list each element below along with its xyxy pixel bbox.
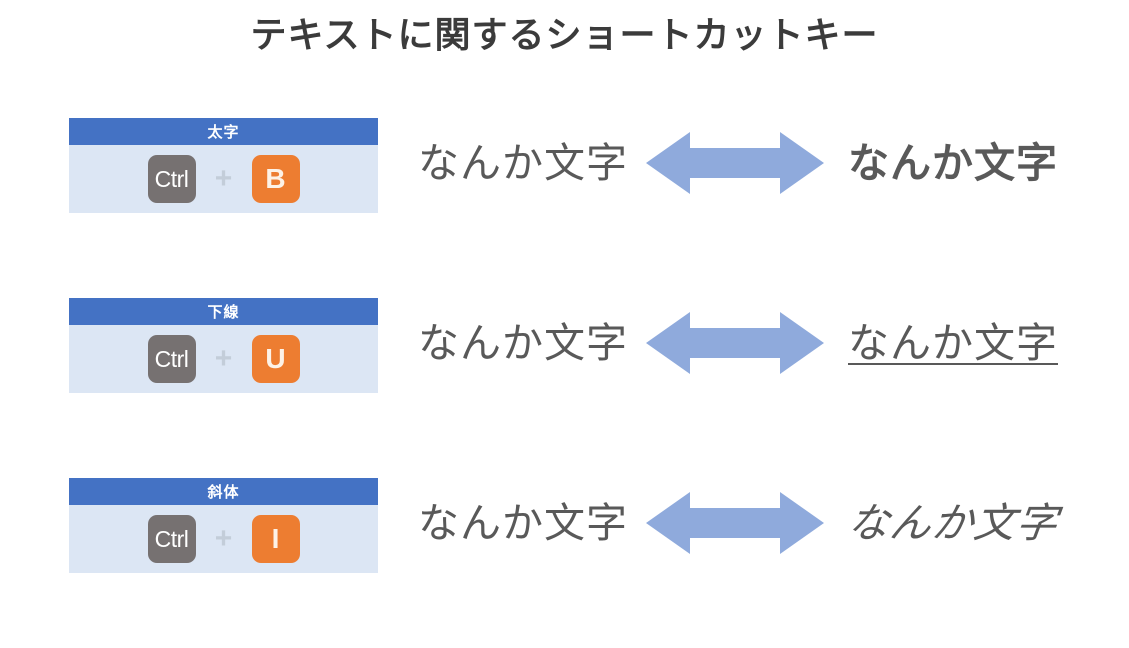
card-body-bold: Ctrl + B	[69, 145, 378, 213]
plus-icon: +	[214, 342, 233, 375]
double-headed-arrow-icon	[646, 132, 824, 194]
shortcut-card-bold: 太字 Ctrl + B	[69, 118, 378, 213]
shortcut-card-italic: 斜体 Ctrl + I	[69, 478, 378, 573]
demo-underline: なんか文字 なんか文字	[418, 298, 1088, 388]
demo-italic: なんか文字 なんか文字	[418, 478, 1088, 568]
card-header-italic: 斜体	[69, 478, 378, 505]
key-ctrl[interactable]: Ctrl	[147, 515, 196, 563]
card-header-underline: 下線	[69, 298, 378, 325]
demo-bold: なんか文字 なんか文字	[418, 118, 1088, 208]
demo-after-text-underline: なんか文字	[848, 318, 1058, 367]
shortcut-card-underline: 下線 Ctrl + U	[69, 298, 378, 393]
plus-icon: +	[214, 162, 233, 195]
demo-after-text-italic: なんか文字	[845, 498, 1062, 547]
demo-before-text-underline: なんか文字	[418, 318, 628, 367]
key-ctrl[interactable]: Ctrl	[147, 155, 196, 203]
demo-before-text-italic: なんか文字	[418, 498, 628, 547]
card-header-bold: 太字	[69, 118, 378, 145]
card-body-underline: Ctrl + U	[69, 325, 378, 393]
card-body-italic: Ctrl + I	[69, 505, 378, 573]
shortcut-row-underline: 下線 Ctrl + U なんか文字 なんか文字	[0, 288, 1129, 468]
shortcut-row-bold: 太字 Ctrl + B なんか文字 なんか文字	[0, 108, 1129, 288]
page-title: テキストに関するショートカットキー	[250, 14, 879, 55]
key-b[interactable]: B	[251, 155, 300, 203]
demo-after-text-bold: なんか文字	[848, 138, 1058, 187]
double-headed-arrow-icon	[646, 492, 824, 554]
demo-before-text-bold: なんか文字	[418, 138, 628, 187]
shortcut-row-italic: 斜体 Ctrl + I なんか文字 なんか文字	[0, 468, 1129, 648]
double-headed-arrow-icon	[646, 312, 824, 374]
key-i[interactable]: I	[251, 515, 300, 563]
key-ctrl[interactable]: Ctrl	[147, 335, 196, 383]
plus-icon: +	[214, 522, 233, 555]
key-u[interactable]: U	[251, 335, 300, 383]
